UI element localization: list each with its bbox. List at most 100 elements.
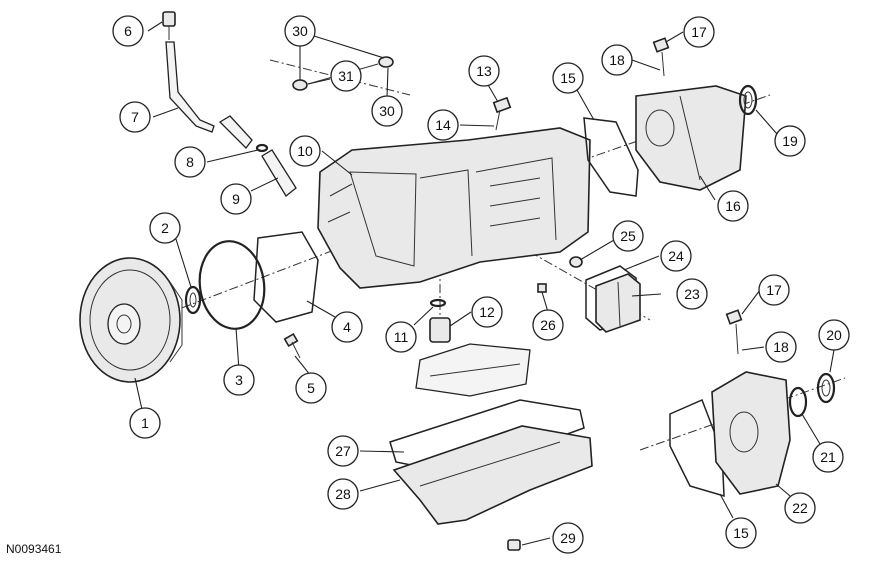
callout-label: 21 (820, 449, 836, 465)
callout-label: 6 (124, 23, 132, 39)
callout-26: 26 (532, 309, 564, 341)
callout-1: 1 (129, 407, 161, 439)
callout-17-upper: 17 (683, 16, 715, 48)
callout-22: 22 (784, 492, 816, 524)
transmission-case (317, 127, 591, 289)
callout-8: 8 (174, 146, 206, 178)
callout-6: 6 (112, 15, 144, 47)
callout-29: 29 (552, 522, 584, 554)
hose-near-dipstick (218, 115, 253, 149)
figure-reference-code: N0093461 (6, 542, 62, 556)
callout-label: 8 (186, 154, 194, 170)
callout-label: 15 (560, 70, 576, 86)
callout-5: 5 (295, 372, 327, 404)
sensor-17-top (652, 37, 670, 77)
leader-lines (134, 21, 835, 546)
front-seal (184, 285, 202, 315)
callout-12: 12 (471, 296, 503, 328)
callout-label: 4 (343, 319, 351, 335)
callout-25: 25 (612, 220, 644, 252)
callout-label: 2 (161, 220, 169, 236)
callout-15-lower: 15 (725, 517, 757, 549)
transfer-case-gasket (669, 398, 725, 498)
callout-label: 31 (338, 68, 354, 84)
callout-label: 1 (141, 415, 149, 431)
callout-19: 19 (774, 125, 806, 157)
callout-label: 14 (435, 117, 451, 133)
callout-label: 30 (292, 23, 308, 39)
callout-label: 26 (540, 317, 556, 333)
callout-17-lower: 17 (758, 274, 790, 306)
extension-housing-gasket (583, 117, 639, 197)
converter-housing-gasket (253, 231, 319, 323)
seal-8 (255, 143, 269, 153)
callout-label: 18 (773, 339, 789, 355)
callout-31: 31 (330, 60, 362, 92)
callout-27: 27 (327, 435, 359, 467)
callout-2: 2 (149, 212, 181, 244)
callout-4: 4 (331, 311, 363, 343)
callout-15-upper: 15 (552, 62, 584, 94)
callout-24: 24 (660, 240, 692, 272)
callout-label: 7 (131, 109, 139, 125)
callout-13: 13 (468, 55, 500, 87)
callout-23: 23 (676, 278, 708, 310)
callout-18-lower: 18 (765, 331, 797, 363)
callout-label: 27 (335, 443, 351, 459)
sensor-13 (492, 96, 512, 131)
torque-converter (79, 257, 183, 383)
sensor-17-lower (725, 309, 743, 355)
plug-25 (569, 256, 583, 268)
callout-18-upper: 18 (601, 44, 633, 76)
callout-label: 20 (826, 327, 842, 343)
callout-21: 21 (812, 441, 844, 473)
callout-label: 17 (691, 24, 707, 40)
callout-28: 28 (327, 478, 359, 510)
callout-30-lower: 30 (371, 95, 403, 127)
callout-7: 7 (119, 101, 151, 133)
callout-11: 11 (385, 321, 417, 353)
callout-label: 16 (725, 198, 741, 214)
rear-seal-19 (738, 84, 758, 116)
callout-label: 19 (782, 133, 798, 149)
callout-10: 10 (289, 135, 321, 167)
callout-label: 11 (394, 329, 409, 345)
callout-16: 16 (717, 190, 749, 222)
callout-label: 28 (335, 486, 351, 502)
callout-label: 24 (668, 248, 684, 264)
callout-label: 25 (620, 228, 636, 244)
pan-gasket (389, 399, 585, 475)
dipstick-tube (162, 11, 215, 133)
callout-label: 23 (684, 286, 700, 302)
callout-label: 15 (733, 525, 749, 541)
transfer-case-adapter (711, 371, 791, 495)
callout-label: 30 (379, 103, 395, 119)
callout-label: 17 (766, 282, 782, 298)
callout-label: 13 (476, 63, 492, 79)
vent-components (292, 56, 394, 91)
callout-20: 20 (818, 319, 850, 351)
callout-label: 29 (560, 530, 576, 546)
fitting-26 (537, 283, 547, 293)
callout-14: 14 (427, 109, 459, 141)
callout-label: 5 (307, 380, 315, 396)
callout-label: 12 (479, 304, 495, 320)
drain-plug (507, 539, 521, 551)
callout-9: 9 (220, 183, 252, 215)
callout-3: 3 (223, 364, 255, 396)
filter-and-control (415, 298, 531, 397)
callout-label: 18 (609, 52, 625, 68)
bolt-5 (283, 332, 301, 359)
tube-9 (261, 149, 297, 197)
callout-label: 10 (297, 143, 313, 159)
o-ring (198, 240, 266, 330)
callout-label: 22 (792, 500, 808, 516)
oil-pan (392, 425, 593, 525)
seals-20-21 (788, 372, 836, 418)
callout-30-upper: 30 (284, 15, 316, 47)
extension-housing (635, 85, 747, 191)
callout-label: 9 (232, 191, 240, 207)
callout-label: 3 (235, 372, 243, 388)
side-cover (585, 265, 641, 333)
